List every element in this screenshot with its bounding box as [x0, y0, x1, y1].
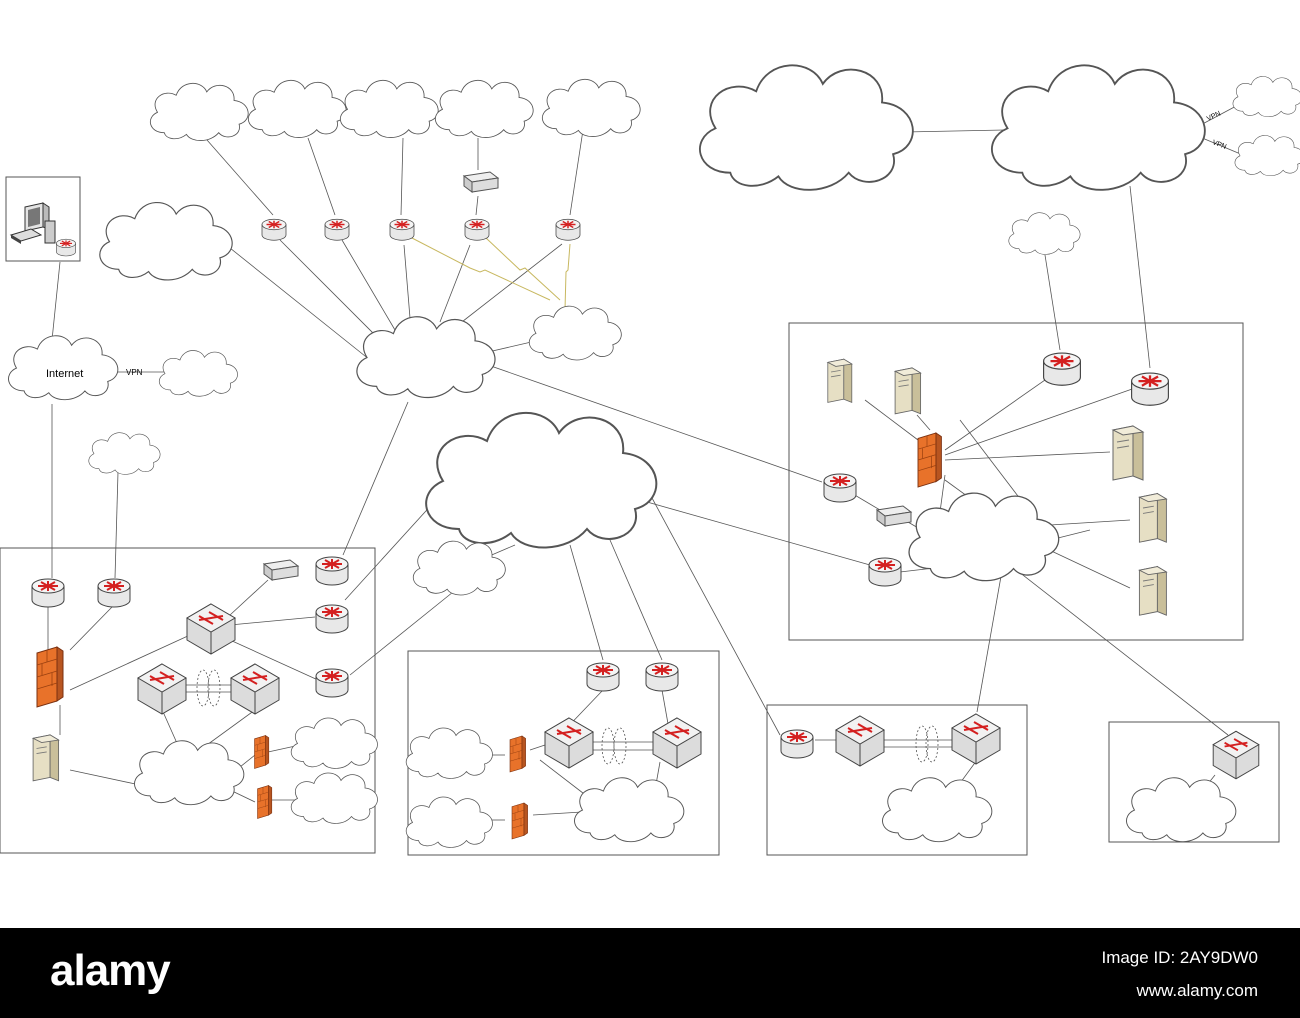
site-boxes: [0, 176, 1280, 856]
firewall-icon: [917, 432, 942, 488]
router-icon: [1130, 371, 1170, 407]
switch-icon: [137, 663, 187, 715]
router-icon: [31, 578, 65, 608]
router-icon: [780, 729, 814, 759]
router-icon: [823, 473, 857, 503]
cloud-icon: [412, 540, 506, 596]
site-box-center: [407, 650, 720, 856]
switch-icon: [186, 603, 236, 655]
vpn-label: VPN: [1206, 110, 1222, 122]
switch-icon: [652, 717, 702, 769]
modem-icon: [263, 559, 299, 581]
router-icon: [315, 556, 349, 586]
server-icon: [1138, 566, 1167, 616]
cloud-icon: [699, 64, 914, 191]
cloud-icon: [158, 350, 238, 397]
cloud-icon: [1234, 135, 1300, 177]
switch-icon: [951, 713, 1001, 765]
cloud-icon: [434, 79, 534, 139]
cloud-icon: [405, 727, 493, 779]
cloud-icon: [1126, 777, 1237, 843]
modem-icon: [463, 171, 499, 193]
switch-icon: [1212, 730, 1260, 780]
cloud-icon: [99, 201, 233, 281]
wan-links: [411, 237, 571, 311]
switch-icon: [835, 715, 885, 767]
cloud-icon: [405, 796, 493, 848]
modem-icon: [876, 505, 912, 527]
server-icon: [1112, 425, 1144, 481]
firewall-icon: [509, 735, 526, 773]
router-icon: [868, 557, 902, 587]
router-icon: [1042, 351, 1082, 387]
cloud-icon: [1232, 76, 1300, 118]
router-icon: [261, 218, 287, 241]
datacenter-box: [788, 322, 1244, 641]
cloud-icon: [356, 316, 496, 399]
cloud-icon: [339, 79, 439, 139]
brand-logo: alamy: [50, 946, 171, 995]
image-id: Image ID: 2AY9DW0: [1101, 948, 1258, 967]
network-diagram: Internet VPN VPN VPN: [0, 64, 1300, 856]
clouds: [8, 64, 1300, 848]
server-icon: [827, 358, 853, 403]
site-box-left: [0, 547, 376, 854]
cloud-icon: [134, 740, 245, 806]
switch-icon: [544, 717, 594, 769]
cloud-icon: [88, 432, 161, 475]
cloud-icon: [991, 64, 1206, 191]
router-icon: [586, 662, 620, 692]
router-icon: [389, 218, 415, 241]
router-icon: [55, 238, 77, 257]
cloud-icon: [149, 82, 249, 142]
cloud-icon: [1008, 212, 1081, 255]
cloud-icon: [425, 411, 658, 549]
cloud-icon: [247, 79, 347, 139]
site-box-far-right: [1108, 721, 1280, 843]
remote-user-box: [5, 176, 81, 262]
internet-label: Internet: [46, 368, 83, 380]
server-icon: [894, 367, 922, 415]
vpn-label: VPN: [1211, 139, 1227, 151]
cloud-icon: [290, 717, 378, 769]
router-icon: [464, 218, 490, 241]
stack-links: [186, 669, 952, 765]
server-icon: [32, 734, 60, 782]
cloud-icon: [908, 492, 1060, 582]
site-url: www.alamy.com: [1136, 981, 1258, 1000]
cloud-icon: [882, 777, 993, 843]
vpn-label: VPN: [126, 368, 143, 377]
cloud-icon: [290, 772, 378, 824]
router-icon: [555, 218, 581, 241]
router-icon: [315, 668, 349, 698]
router-icon: [97, 578, 131, 608]
cloud-icon: [574, 777, 685, 843]
router-icon: [645, 662, 679, 692]
cloud-icon: [541, 78, 641, 138]
switch-icon: [230, 663, 280, 715]
firewall-icon: [511, 802, 528, 840]
firewall-icon: [257, 785, 273, 819]
router-icon: [324, 218, 350, 241]
site-box-mid-right: [766, 704, 1028, 856]
router-icon: [315, 604, 349, 634]
firewall-icon: [254, 735, 270, 769]
cloud-icon: [528, 305, 622, 361]
watermark-footer: alamy Image ID: 2AY9DW0 www.alamy.com: [0, 928, 1300, 1018]
firewall-icon: [36, 646, 64, 708]
server-icon: [1138, 493, 1167, 543]
workstation-icon: [9, 202, 56, 244]
